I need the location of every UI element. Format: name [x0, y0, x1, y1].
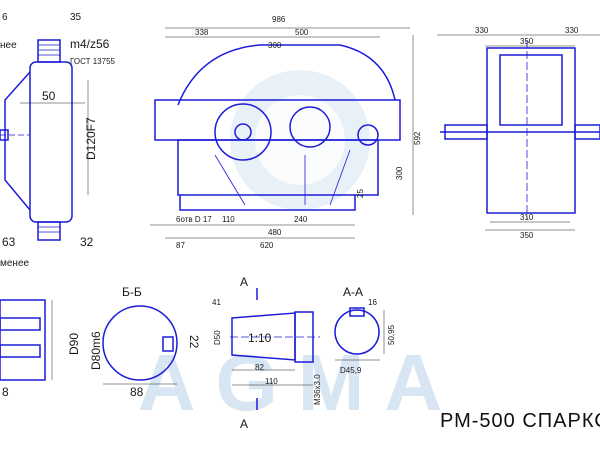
section-bb-label: Б-Б: [122, 285, 142, 299]
dim-310: 310: [520, 213, 534, 222]
front-gearbox-view: [150, 27, 414, 239]
section-bb-view: [102, 305, 178, 385]
dim-88: 88: [130, 385, 144, 399]
gost-label: ГОСТ 13755: [70, 57, 116, 66]
section-a-top-label: А: [240, 275, 248, 289]
dim-d120: D120F7: [84, 117, 98, 160]
label-ne-menee-top: нее: [0, 40, 17, 51]
dim-350-top: 350: [520, 37, 534, 46]
dim-87: 87: [176, 241, 185, 250]
dim-50: 50: [42, 89, 56, 103]
module-label: m4/z56: [70, 37, 110, 51]
side-gearbox-view: [437, 34, 600, 231]
dim-110-shaft: 110: [265, 377, 278, 386]
watermark: AGMA: [138, 70, 462, 427]
dim-d45-9: D45,9: [340, 366, 362, 375]
dim-50-95: 50,95: [387, 324, 396, 345]
dim-d90: D90: [67, 333, 81, 355]
dim-6: 6: [2, 12, 8, 23]
label-ne-menee-bottom: менее: [0, 258, 30, 269]
dim-620: 620: [260, 241, 274, 250]
drawing-title: РМ-500 СПАРКС: [440, 410, 600, 432]
left-gear-view: [0, 39, 89, 241]
watermark-text: AGMA: [138, 338, 462, 427]
dim-300-top: 300: [268, 41, 282, 50]
conical-shaft-view: [230, 288, 320, 410]
dim-22: 22: [187, 335, 201, 349]
holes-label: 6отв D 17: [176, 215, 212, 224]
dim-32: 32: [80, 235, 94, 249]
dim-592: 592: [413, 131, 422, 145]
dim-330-left: 330: [475, 26, 489, 35]
dim-8: 8: [2, 385, 9, 399]
dim-d80: D80m6: [89, 331, 103, 370]
dim-300-right: 300: [395, 166, 404, 180]
dim-82: 82: [255, 363, 264, 372]
dim-110: 110: [222, 215, 235, 224]
section-aa-label: А-А: [343, 285, 363, 299]
dim-500: 500: [295, 28, 309, 37]
dim-d50: D50: [213, 330, 222, 345]
taper-label: 1:10: [248, 331, 272, 345]
dim-480: 480: [268, 228, 282, 237]
thread-label: М36х3.0: [313, 374, 322, 405]
dim-63: 63: [2, 235, 16, 249]
dim-41: 41: [212, 298, 221, 307]
dim-350-bottom: 350: [520, 231, 534, 240]
dim-986: 986: [272, 15, 286, 24]
dim-16: 16: [368, 298, 377, 307]
section-aa-view: [334, 307, 385, 361]
dim-338: 338: [195, 28, 209, 37]
shaft-end-view: [0, 299, 53, 381]
dim-330-right: 330: [565, 26, 579, 35]
dim-35: 35: [70, 12, 82, 23]
dim-25: 25: [356, 189, 365, 198]
dim-240: 240: [294, 215, 308, 224]
section-a-bottom-label: А: [240, 417, 248, 431]
